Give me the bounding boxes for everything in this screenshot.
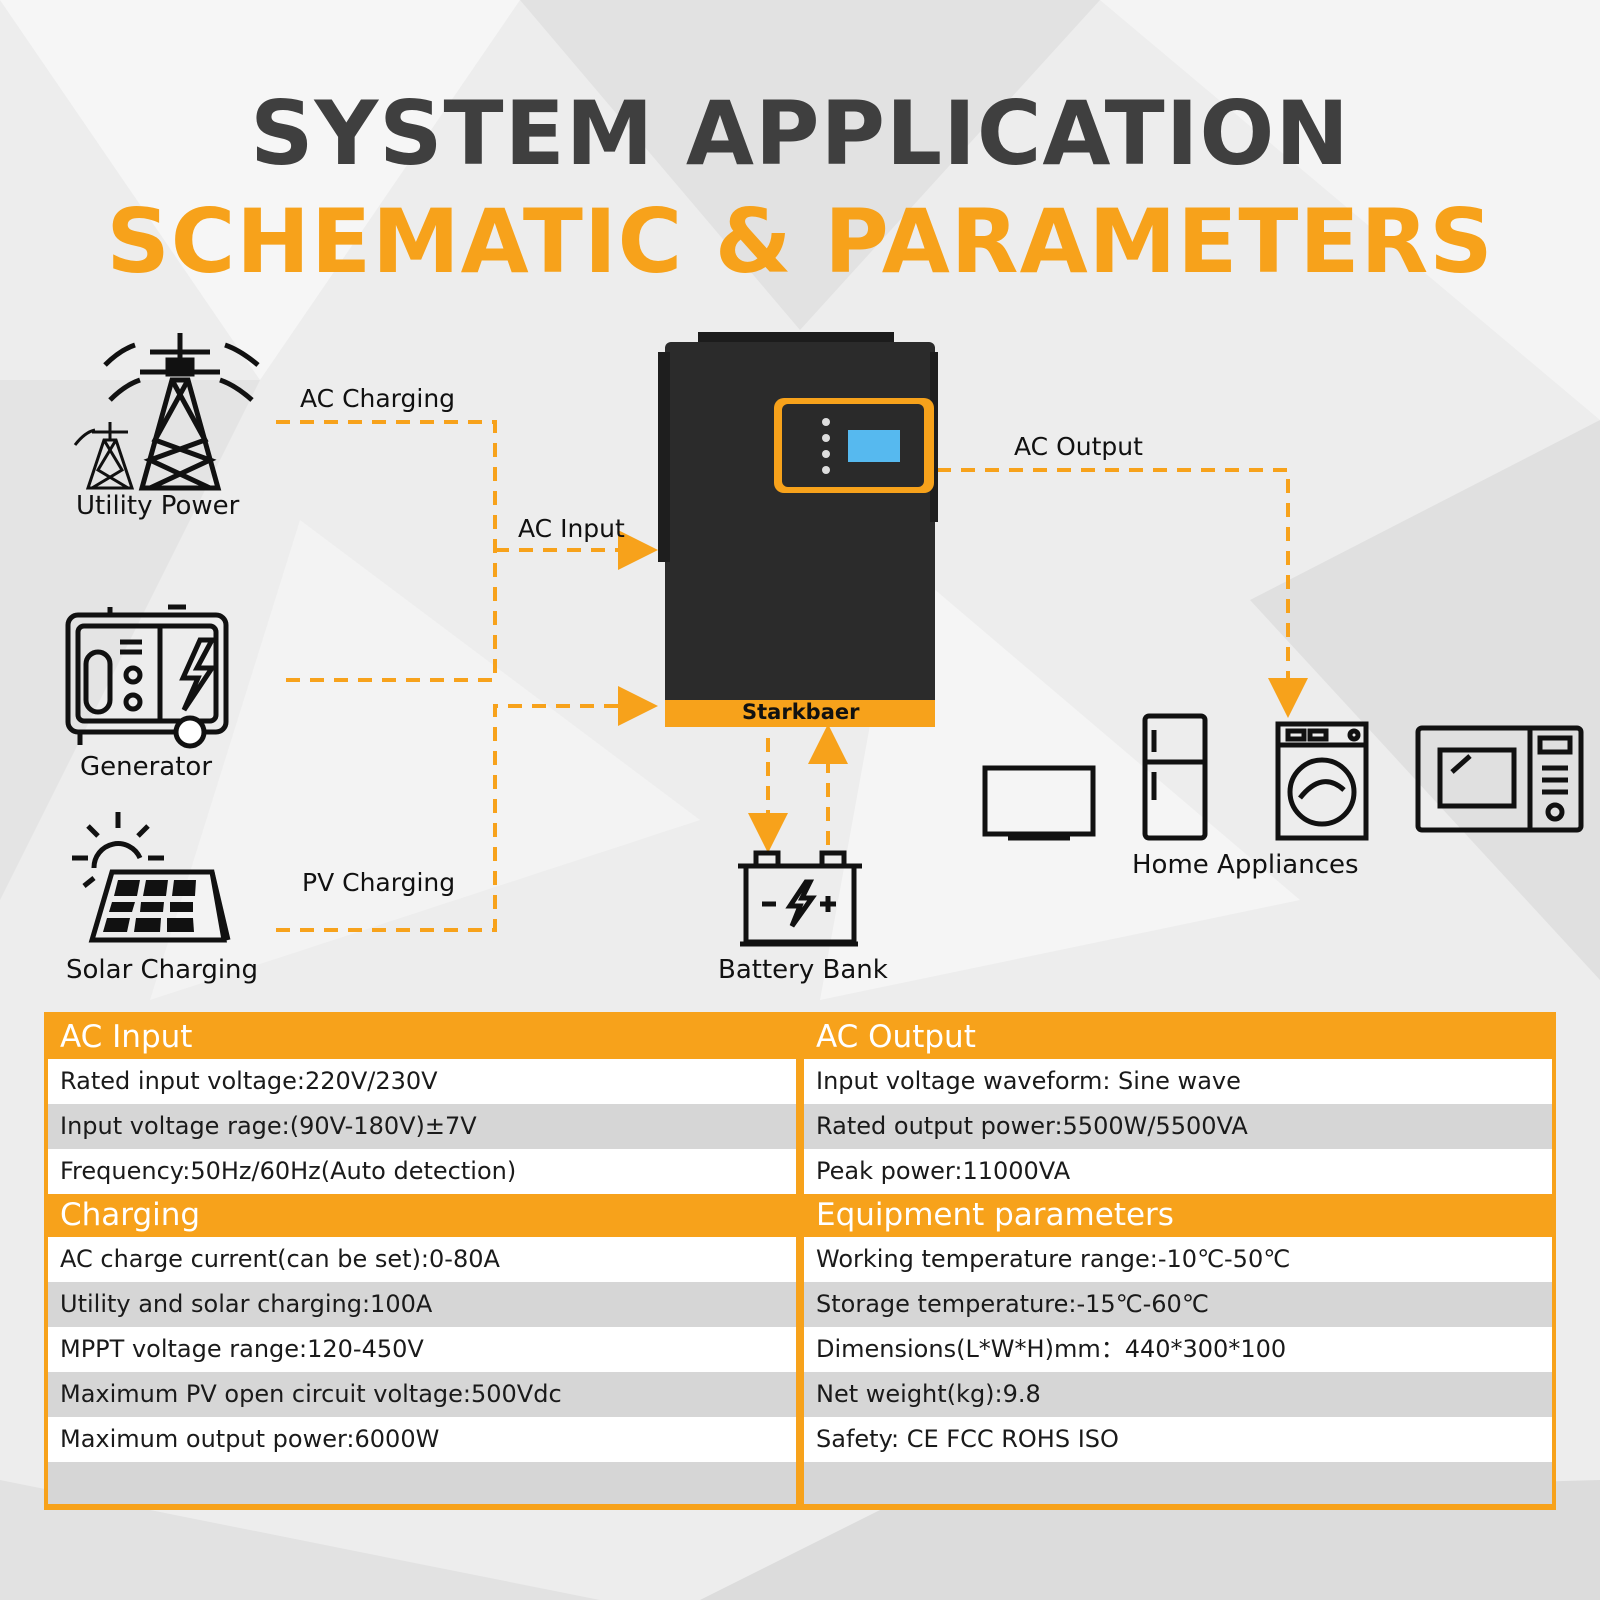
power-tower-icon — [73, 333, 260, 491]
table-row: Net weight(kg):9.8 — [804, 1372, 1552, 1417]
inverter-device — [658, 332, 938, 727]
generator-icon — [65, 604, 229, 749]
table-row: Input voltage waveform: Sine wave — [804, 1059, 1552, 1104]
table-row: Peak power:11000VA — [804, 1149, 1552, 1194]
utility-power-label: Utility Power — [76, 491, 240, 521]
table-row: Rated input voltage:220V/230V — [48, 1059, 796, 1104]
solar-charging-label: Solar Charging — [66, 955, 259, 985]
ac-output-heading: AC Output — [804, 1016, 1552, 1059]
battery-icon — [738, 850, 862, 947]
title-line-2: SCHEMATIC & PARAMETERS — [106, 190, 1494, 293]
ac-charging-label: AC Charging — [300, 384, 456, 413]
title-line-1: SYSTEM APPLICATION — [250, 82, 1350, 185]
ac-output-label: AC Output — [1014, 432, 1143, 461]
table-row: Dimensions(L*W*H)mm：440*300*100 — [804, 1327, 1552, 1372]
table-row: Safety: CE FCC ROHS ISO — [804, 1417, 1552, 1462]
table-row: Frequency:50Hz/60Hz(Auto detection) — [48, 1149, 796, 1194]
device-brand: Starkbaer — [742, 700, 860, 724]
schematic-diagram — [65, 332, 1584, 947]
ac-input-heading: AC Input — [48, 1016, 796, 1059]
refrigerator-icon — [1142, 713, 1208, 841]
table-row: Maximum PV open circuit voltage:500Vdc — [48, 1372, 796, 1417]
table-row: Utility and solar charging:100A — [48, 1282, 796, 1327]
battery-bank-label: Battery Bank — [718, 955, 888, 985]
charging-heading: Charging — [48, 1194, 796, 1237]
spec-column-right: AC Output Input voltage waveform: Sine w… — [804, 1016, 1552, 1504]
washing-machine-icon — [1275, 721, 1369, 841]
ac-input-label: AC Input — [518, 514, 625, 543]
table-row: Working temperature range:-10℃-50℃ — [804, 1237, 1552, 1282]
generator-label: Generator — [80, 752, 213, 782]
tv-icon — [982, 765, 1096, 841]
table-row: Storage temperature:-15℃-60℃ — [804, 1282, 1552, 1327]
solar-panel-icon — [72, 812, 231, 943]
table-row: AC charge current(can be set):0-80A — [48, 1237, 796, 1282]
table-row: Maximum output power:6000W — [48, 1417, 796, 1462]
spec-column-left: AC Input Rated input voltage:220V/230V I… — [48, 1016, 796, 1504]
pv-charging-label: PV Charging — [302, 868, 456, 897]
table-row-empty — [804, 1462, 1552, 1504]
table-row-empty — [48, 1462, 796, 1504]
spec-table: AC Input Rated input voltage:220V/230V I… — [44, 1012, 1556, 1510]
equipment-parameters-heading: Equipment parameters — [804, 1194, 1552, 1237]
table-row: Rated output power:5500W/5500VA — [804, 1104, 1552, 1149]
table-row: Input voltage rage:(90V-180V)±7V — [48, 1104, 796, 1149]
table-row: MPPT voltage range:120-450V — [48, 1327, 796, 1372]
home-appliances-label: Home Appliances — [1132, 850, 1359, 880]
microwave-icon — [1415, 725, 1584, 833]
